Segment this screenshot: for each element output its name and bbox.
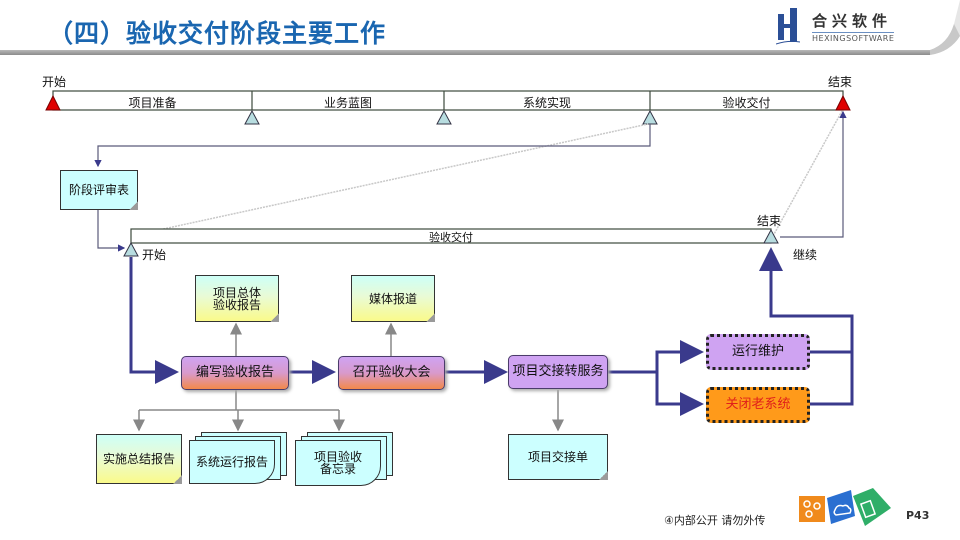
segment-project-prep: 项目准备 (128, 96, 177, 110)
logo-chinese-name: 合兴软件 (812, 12, 893, 30)
doc-overall-acceptance-report[interactable]: 项目总体 验收报告 (195, 275, 279, 322)
sub-segment-acceptance-delivery: 验收交付 (429, 231, 473, 244)
doc-overall-report-line1: 项目总体 (212, 285, 261, 300)
decorative-cubes-icon (799, 488, 891, 526)
header-divider (0, 50, 930, 55)
master-start-label: 开始 (42, 75, 67, 89)
company-logo: 合兴软件 HEXINGSOFTWARE (776, 6, 916, 48)
confidentiality-note: ④内部公开 请勿外传 (664, 514, 766, 527)
process-write-report-label: 编写验收报告 (195, 365, 274, 380)
process-handover-service-label: 项目交接转服务 (512, 364, 604, 379)
process-acceptance-meeting[interactable]: 召开验收大会 (338, 356, 445, 390)
process-operation-maintenance[interactable]: 运行维护 (706, 334, 810, 370)
sub-start-milestone (123, 241, 139, 257)
segment-business-blueprint: 业务蓝图 (323, 96, 372, 110)
page-curl-decoration (930, 0, 960, 55)
doc-acceptance-memo[interactable]: 项目验收 备忘录 (295, 432, 395, 488)
process-write-report[interactable]: 编写验收报告 (181, 356, 289, 390)
logo-h-icon (776, 8, 800, 45)
process-close-old-system[interactable]: 关闭老系统 (706, 387, 810, 423)
doc-stage-review-label: 阶段评审表 (68, 183, 129, 197)
page-title: （四）验收交付阶段主要工作 (48, 19, 387, 48)
doc-acceptance-memo-line2: 备忘录 (319, 462, 356, 476)
master-start-milestone (45, 94, 61, 111)
doc-handover-sheet[interactable]: 项目交接单 (508, 434, 608, 480)
sub-end-milestone (763, 228, 779, 244)
doc-handover-sheet-label: 项目交接单 (527, 450, 588, 464)
doc-implementation-summary-label: 实施总结报告 (102, 452, 175, 466)
doc-implementation-summary[interactable]: 实施总结报告 (96, 434, 182, 484)
doc-system-operation-report-label: 系统运行报告 (195, 455, 268, 469)
master-end-label: 结束 (828, 75, 853, 89)
process-operation-maintenance-label: 运行维护 (731, 344, 784, 359)
sub-end-label: 结束 (757, 214, 782, 228)
doc-acceptance-memo-line1: 项目验收 (313, 450, 362, 464)
doc-media-report[interactable]: 媒体报道 (351, 275, 435, 322)
process-close-old-system-label: 关闭老系统 (725, 397, 791, 412)
doc-stage-review[interactable]: 阶段评审表 (60, 170, 138, 210)
doc-overall-report-line2: 验收报告 (212, 297, 261, 312)
segment-acceptance-delivery: 验收交付 (722, 96, 771, 110)
doc-media-report-label: 媒体报道 (368, 291, 417, 306)
milestone-implementation (436, 109, 452, 125)
doc-system-operation-report[interactable]: 系统运行报告 (189, 432, 289, 486)
page-number: P43 (906, 509, 930, 522)
process-handover-service[interactable]: 项目交接转服务 (508, 355, 608, 389)
logo-english-name: HEXINGSOFTWARE (812, 32, 895, 43)
master-end-milestone (835, 94, 851, 111)
sub-start-label: 开始 (142, 248, 167, 262)
milestone-blueprint (244, 109, 260, 125)
segment-system-implementation: 系统实现 (522, 96, 571, 110)
milestone-acceptance (642, 109, 658, 125)
process-acceptance-meeting-label: 召开验收大会 (352, 365, 431, 380)
continue-label: 继续 (793, 248, 818, 262)
